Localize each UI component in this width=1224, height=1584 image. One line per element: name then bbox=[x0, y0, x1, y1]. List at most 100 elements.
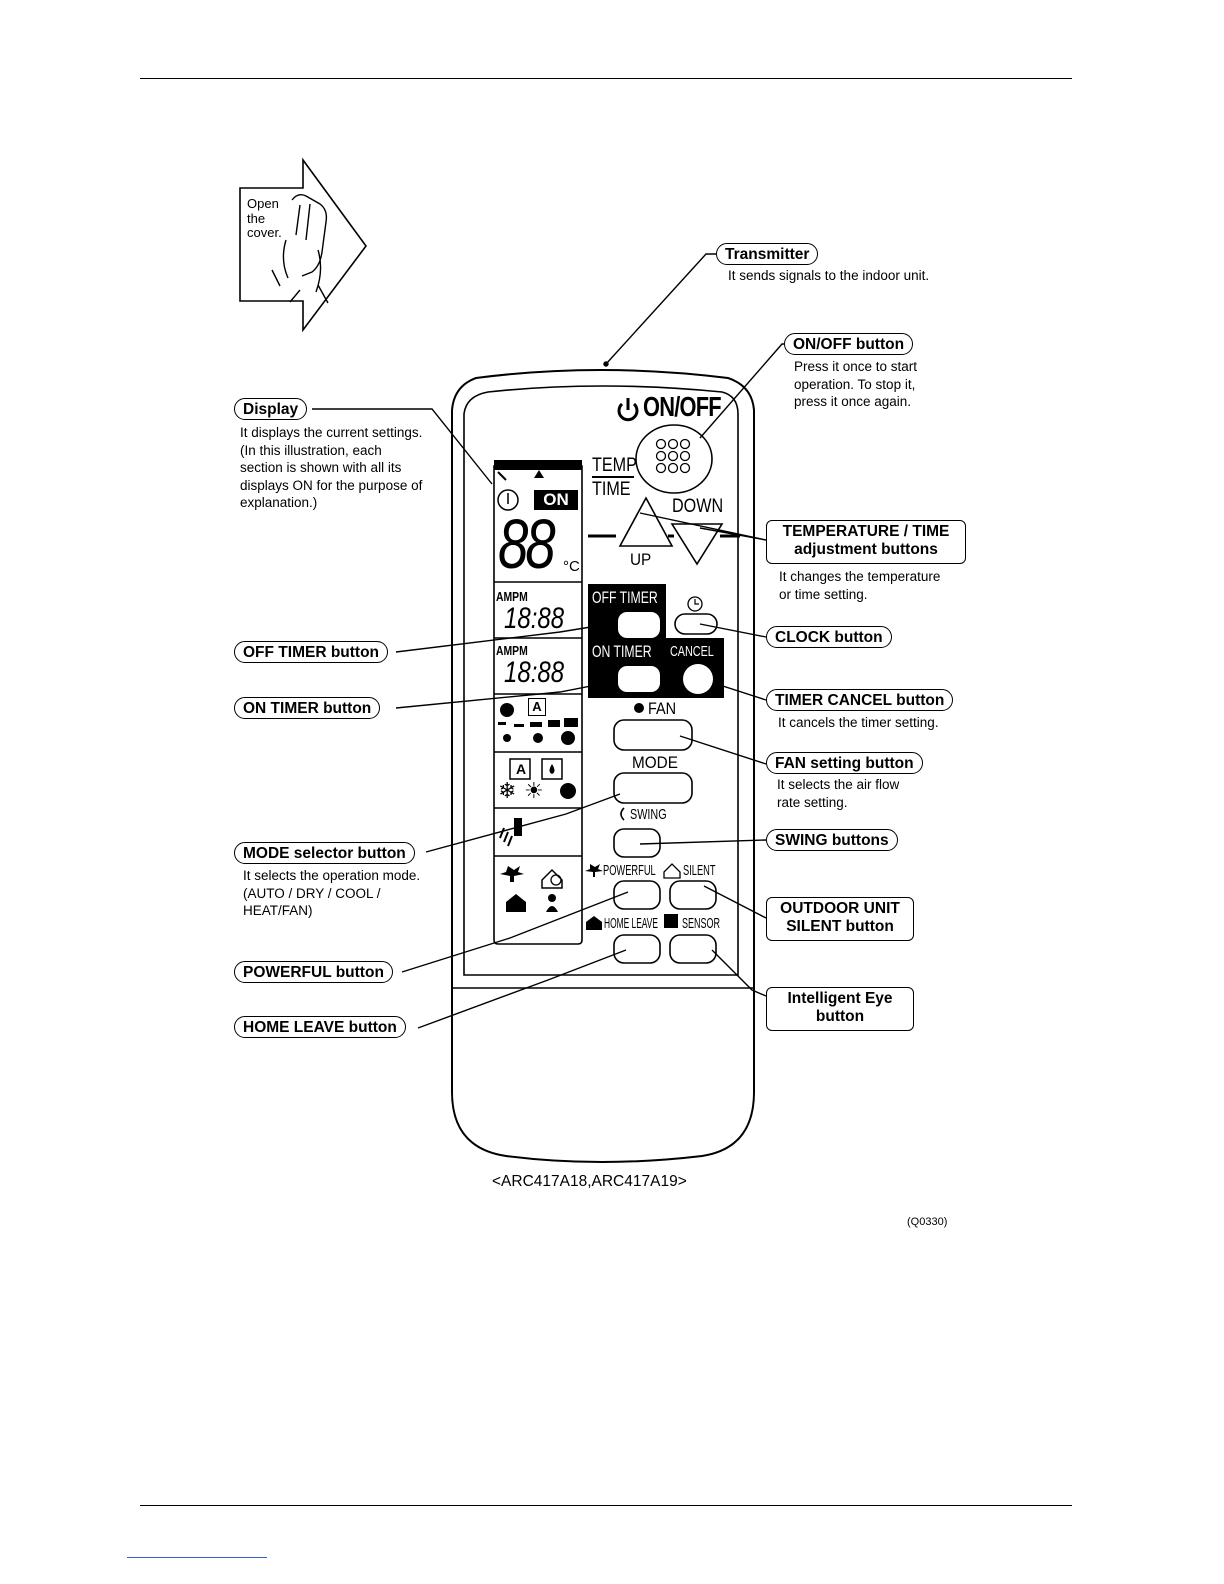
thermometer-icon bbox=[497, 489, 519, 511]
remote-down-label: DOWN bbox=[672, 496, 724, 517]
lcd-time-2: 18:88 bbox=[504, 656, 565, 689]
silent-callout-line2: SILENT button bbox=[786, 918, 894, 935]
display-desc-line: section is shown with all its bbox=[240, 460, 402, 475]
remote-powerful-label: POWERFUL bbox=[603, 862, 656, 879]
home-leave-callout: HOME LEAVE button bbox=[234, 1016, 406, 1038]
onoff-desc-line: press it once again. bbox=[794, 394, 912, 409]
home-leave-button-shape bbox=[613, 934, 661, 964]
swing-louver-icon bbox=[499, 818, 522, 847]
fan-desc-line: rate setting. bbox=[777, 794, 848, 810]
power-icon bbox=[617, 398, 639, 422]
remote-home-leave-label: HOME LEAVE bbox=[604, 915, 658, 932]
temp-time-callout-line2: adjustment buttons bbox=[794, 541, 938, 558]
clock-callout: CLOCK button bbox=[766, 626, 892, 648]
clock-button-shape bbox=[674, 613, 718, 635]
powerful-button-shape bbox=[613, 880, 661, 910]
temp-time-callout-line1: TEMPERATURE / TIME bbox=[782, 523, 950, 540]
mode-callout: MODE selector button bbox=[234, 842, 415, 864]
lcd-ampm-1: AMPM bbox=[496, 589, 528, 604]
svg-text:☀: ☀ bbox=[524, 779, 544, 804]
silent-callout: OUTDOOR UNIT SILENT button bbox=[766, 897, 914, 941]
display-desc-line: (In this illustration, each bbox=[240, 442, 382, 458]
fan-desc: It selects the air flow rate setting. bbox=[777, 776, 899, 811]
display-desc-line: explanation.) bbox=[240, 495, 318, 510]
temp-time-desc-line: It changes the temperature bbox=[779, 569, 941, 584]
swing-button-shape bbox=[613, 828, 661, 858]
remote-time-label: TIME bbox=[592, 479, 631, 500]
off-timer-callout: OFF TIMER button bbox=[234, 641, 389, 663]
fan-desc-line: It selects the air flow bbox=[777, 777, 900, 792]
hand-sketch-icon bbox=[271, 193, 329, 304]
remote-body bbox=[451, 369, 755, 1163]
remote-onoff-label: ON/OFF bbox=[643, 391, 722, 422]
onoff-desc: Press it once to start operation. To sto… bbox=[794, 358, 917, 411]
onoff-desc-line: Press it once to start bbox=[794, 359, 918, 374]
lcd-powerful-icon bbox=[500, 866, 524, 882]
silent-callout-line1: OUTDOOR UNIT bbox=[780, 900, 900, 917]
sensor-callout-line2: button bbox=[815, 1008, 865, 1025]
lcd-auto-mode-letter: A bbox=[516, 761, 527, 777]
remote-on-timer-label: ON TIMER bbox=[592, 642, 652, 661]
powerful-callout: POWERFUL button bbox=[234, 961, 393, 983]
fan-button-shape bbox=[613, 719, 693, 751]
display-desc: It displays the current settings. (In th… bbox=[240, 424, 422, 512]
cover-hint-line1: Open bbox=[247, 196, 279, 211]
cover-hint-line2: the bbox=[247, 210, 266, 226]
fan-callout: FAN setting button bbox=[766, 752, 923, 774]
figure-code: (Q0330) bbox=[907, 1216, 948, 1228]
cancel-button-shape bbox=[683, 664, 713, 694]
mode-button-shape bbox=[613, 772, 693, 804]
display-desc-line: displays ON for the purpose of bbox=[240, 477, 423, 493]
temp-time-divider bbox=[592, 476, 634, 478]
remote-sensor-label: SENSOR bbox=[682, 915, 721, 932]
lcd-home-leave-icon bbox=[506, 894, 526, 912]
swing-callout: SWING buttons bbox=[766, 829, 898, 851]
onoff-button-ring bbox=[635, 424, 713, 494]
on-timer-callout: ON TIMER button bbox=[234, 697, 381, 719]
swing-icon bbox=[620, 807, 625, 821]
lcd-panel bbox=[493, 465, 583, 945]
mode-desc-line: HEAT/FAN) bbox=[243, 903, 313, 918]
on-timer-button-shape bbox=[618, 666, 660, 692]
open-cover-arrow bbox=[239, 157, 367, 333]
remote-fan-label: FAN bbox=[648, 699, 677, 718]
footer-link-underline bbox=[127, 1557, 267, 1558]
mode-icons: ❄ ☀ bbox=[498, 758, 576, 804]
remote-mode-label: MODE bbox=[632, 753, 678, 772]
remote-temp-label: TEMP bbox=[592, 455, 637, 476]
off-timer-button-shape bbox=[618, 612, 660, 638]
onoff-callout: ON/OFF button bbox=[784, 333, 914, 355]
temp-time-callout: TEMPERATURE / TIME adjustment buttons bbox=[766, 520, 966, 564]
temp-up-shape bbox=[618, 496, 674, 547]
remote-up-label: UP bbox=[630, 550, 652, 569]
temp-down-shape bbox=[670, 523, 724, 566]
home-leave-icon bbox=[586, 916, 602, 930]
silent-icon bbox=[663, 863, 681, 879]
lcd-auto-fan-icon: A bbox=[528, 698, 546, 716]
cover-hint-line3: cover. bbox=[247, 225, 282, 240]
display-desc-line: It displays the current settings. bbox=[240, 425, 423, 440]
transmitter-desc: It sends signals to the indoor unit. bbox=[728, 268, 930, 283]
remote-off-timer-label: OFF TIMER bbox=[592, 588, 658, 607]
timer-cancel-desc: It cancels the timer setting. bbox=[778, 715, 939, 730]
fan-speed-icons bbox=[498, 703, 578, 745]
bottom-rule bbox=[140, 1505, 1072, 1506]
svg-text:❄: ❄ bbox=[498, 779, 516, 804]
mode-desc-line: (AUTO / DRY / COOL / bbox=[243, 885, 381, 901]
lcd-silent-icon bbox=[541, 868, 563, 889]
sensor-callout-line1: Intelligent Eye bbox=[787, 990, 893, 1007]
temp-time-desc-line: or time setting. bbox=[779, 586, 868, 602]
timer-cancel-callout: TIMER CANCEL button bbox=[766, 689, 954, 711]
lcd-deg-unit: °C bbox=[563, 558, 580, 575]
display-callout: Display bbox=[234, 398, 308, 420]
transmitter-callout: Transmitter bbox=[716, 243, 819, 265]
fan-icon bbox=[634, 703, 644, 713]
remote-swing-label: SWING bbox=[630, 806, 667, 823]
top-rule bbox=[140, 78, 1072, 79]
sensor-button-shape bbox=[669, 934, 717, 964]
mode-desc: It selects the operation mode. (AUTO / D… bbox=[243, 867, 420, 920]
remote-cancel-label: CANCEL bbox=[670, 643, 714, 660]
lcd-sensor-icon bbox=[546, 894, 558, 912]
remote-silent-label: SILENT bbox=[683, 862, 716, 879]
